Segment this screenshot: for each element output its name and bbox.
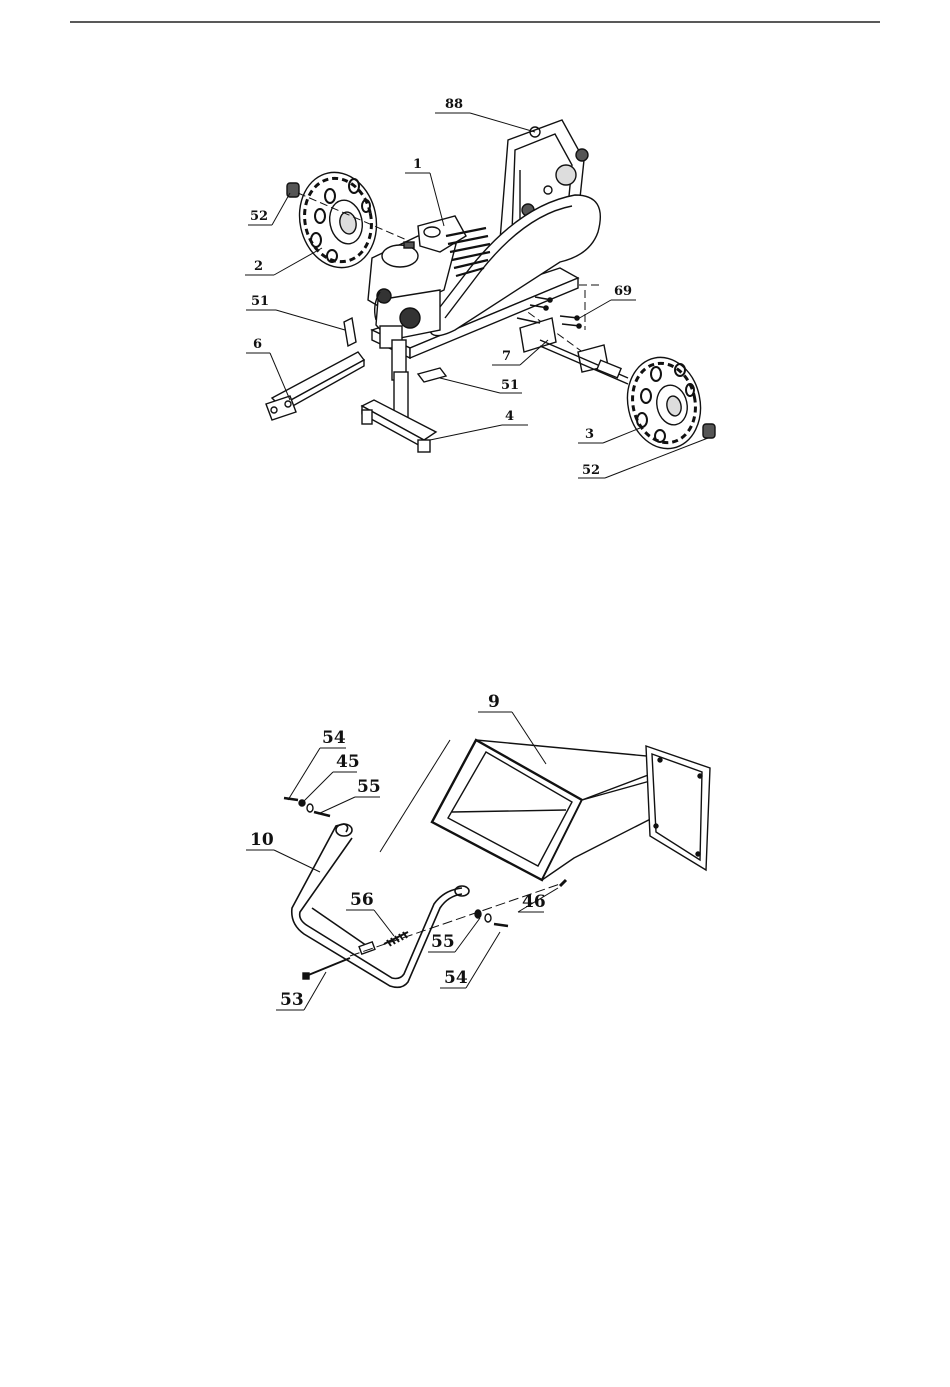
callout-55-bottom: 55 — [431, 932, 455, 952]
callout-51-bottom: 51 — [501, 378, 519, 393]
callout-51-top: 51 — [251, 294, 269, 309]
callout-55-top: 55 — [357, 777, 381, 797]
callout-56: 56 — [350, 890, 374, 910]
handle-bar — [292, 824, 469, 987]
callout-7: 7 — [502, 349, 511, 364]
callout-6: 6 — [253, 337, 262, 352]
hopper — [432, 740, 710, 886]
hub-cap-right — [703, 424, 715, 438]
bracket-51-lower — [418, 368, 446, 382]
callout-3: 3 — [585, 427, 594, 442]
callout-1: 1 — [413, 157, 422, 172]
chipper-assembly-drawing — [266, 120, 715, 455]
spring — [384, 932, 408, 946]
callout-4: 4 — [505, 409, 514, 424]
callout-54-top: 54 — [322, 728, 346, 748]
left-wheel — [291, 165, 385, 275]
callout-46: 46 — [522, 892, 546, 912]
callout-52-bottom: 52 — [582, 463, 600, 478]
hopper-handle-drawing — [284, 740, 710, 987]
callout-9: 9 — [488, 692, 500, 712]
callout-53: 53 — [280, 990, 304, 1010]
callout-88: 88 — [445, 97, 463, 112]
tow-bar — [266, 352, 364, 420]
callout-45: 45 — [336, 752, 360, 772]
callout-54-bottom: 54 — [444, 968, 468, 988]
callout-2: 2 — [254, 259, 263, 274]
callout-10: 10 — [250, 830, 274, 850]
right-wheel — [619, 351, 709, 456]
callout-69: 69 — [614, 284, 632, 299]
bracket-51-left — [344, 318, 356, 346]
callout-52-top: 52 — [250, 209, 268, 224]
